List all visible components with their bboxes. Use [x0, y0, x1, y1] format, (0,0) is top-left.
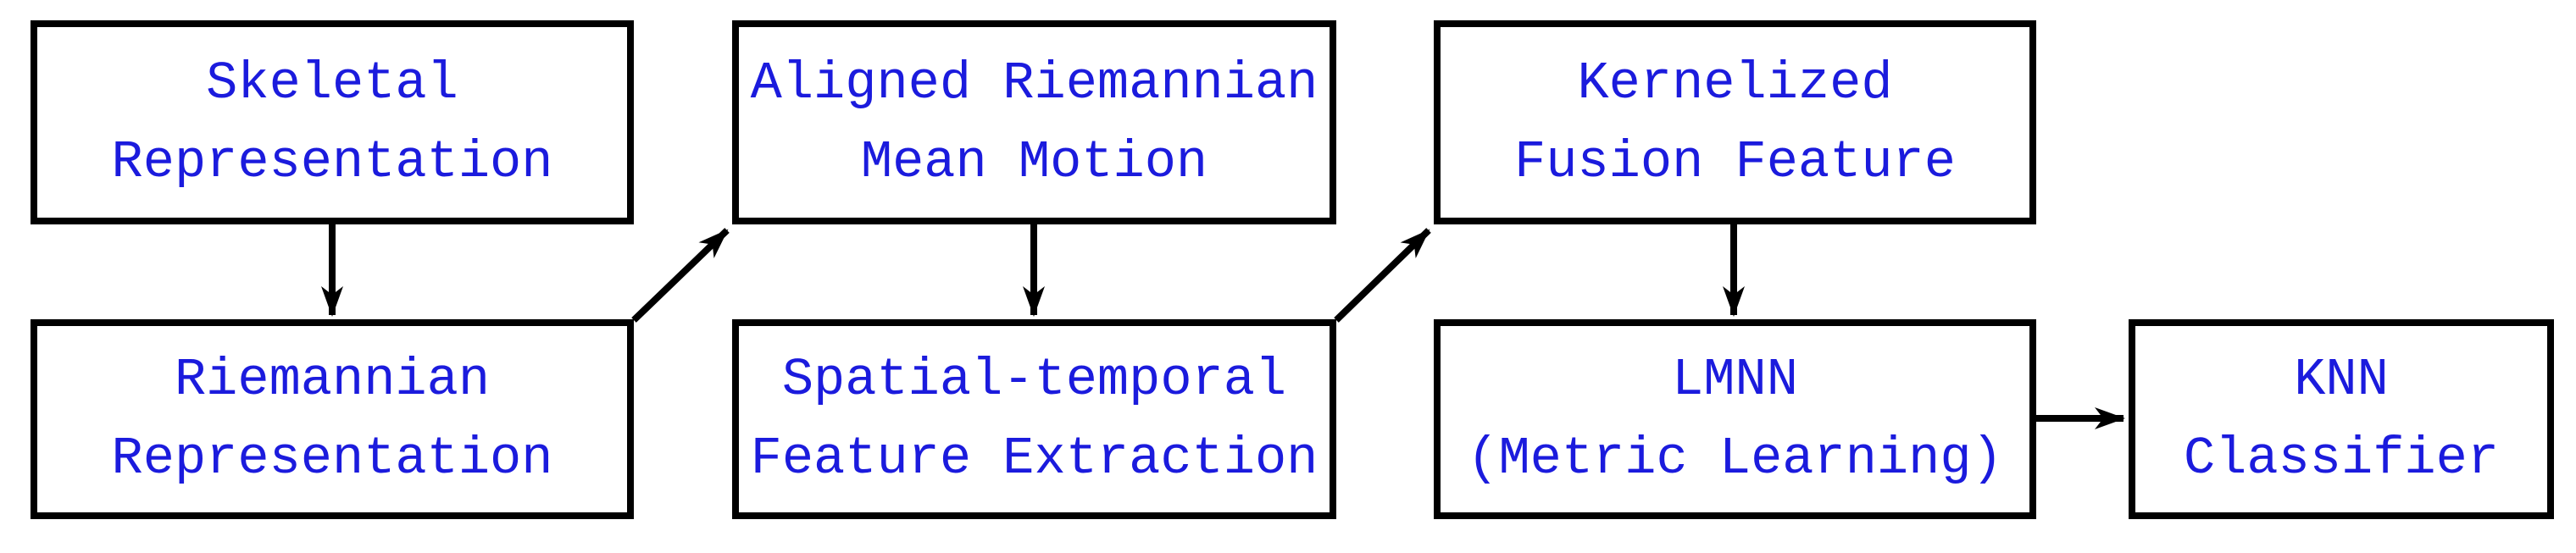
arrow-riemannian-to-aligned — [631, 228, 730, 323]
node-kernelized-fusion-feature: Kernelized Fusion Feature — [1434, 20, 2036, 224]
node-label-line: (Metric Learning) — [1467, 429, 2003, 489]
node-label-line: Classifier — [2183, 429, 2500, 489]
node-label-line: Fusion Feature — [1514, 131, 1956, 192]
node-skeletal-representation: Skeletal Representation — [31, 20, 634, 224]
node-label-line: Representation — [111, 131, 553, 192]
node-label-line: Representation — [111, 429, 553, 489]
node-knn-classifier: KNN Classifier — [2129, 319, 2554, 519]
node-label-line: Kernelized — [1577, 53, 1893, 113]
node-spatial-temporal-feature-extraction: Spatial-temporal Feature Extraction — [732, 319, 1336, 519]
node-label-line: Mean Motion — [860, 131, 1208, 192]
node-label-line: LMNN — [1672, 350, 1798, 410]
node-label-line: Skeletal — [206, 53, 458, 113]
node-riemannian-representation: Riemannian Representation — [31, 319, 634, 519]
arrow-spatial-to-kernelized — [1334, 228, 1431, 323]
node-label-line: Aligned Riemannian — [750, 53, 1319, 113]
node-label-line: KNN — [2294, 350, 2389, 410]
node-label-line: Spatial-temporal — [781, 350, 1287, 410]
node-lmnn-metric-learning: LMNN (Metric Learning) — [1434, 319, 2036, 519]
node-aligned-riemannian-mean-motion: Aligned Riemannian Mean Motion — [732, 20, 1336, 224]
node-label-line: Feature Extraction — [750, 429, 1319, 489]
node-label-line: Riemannian — [174, 350, 491, 410]
